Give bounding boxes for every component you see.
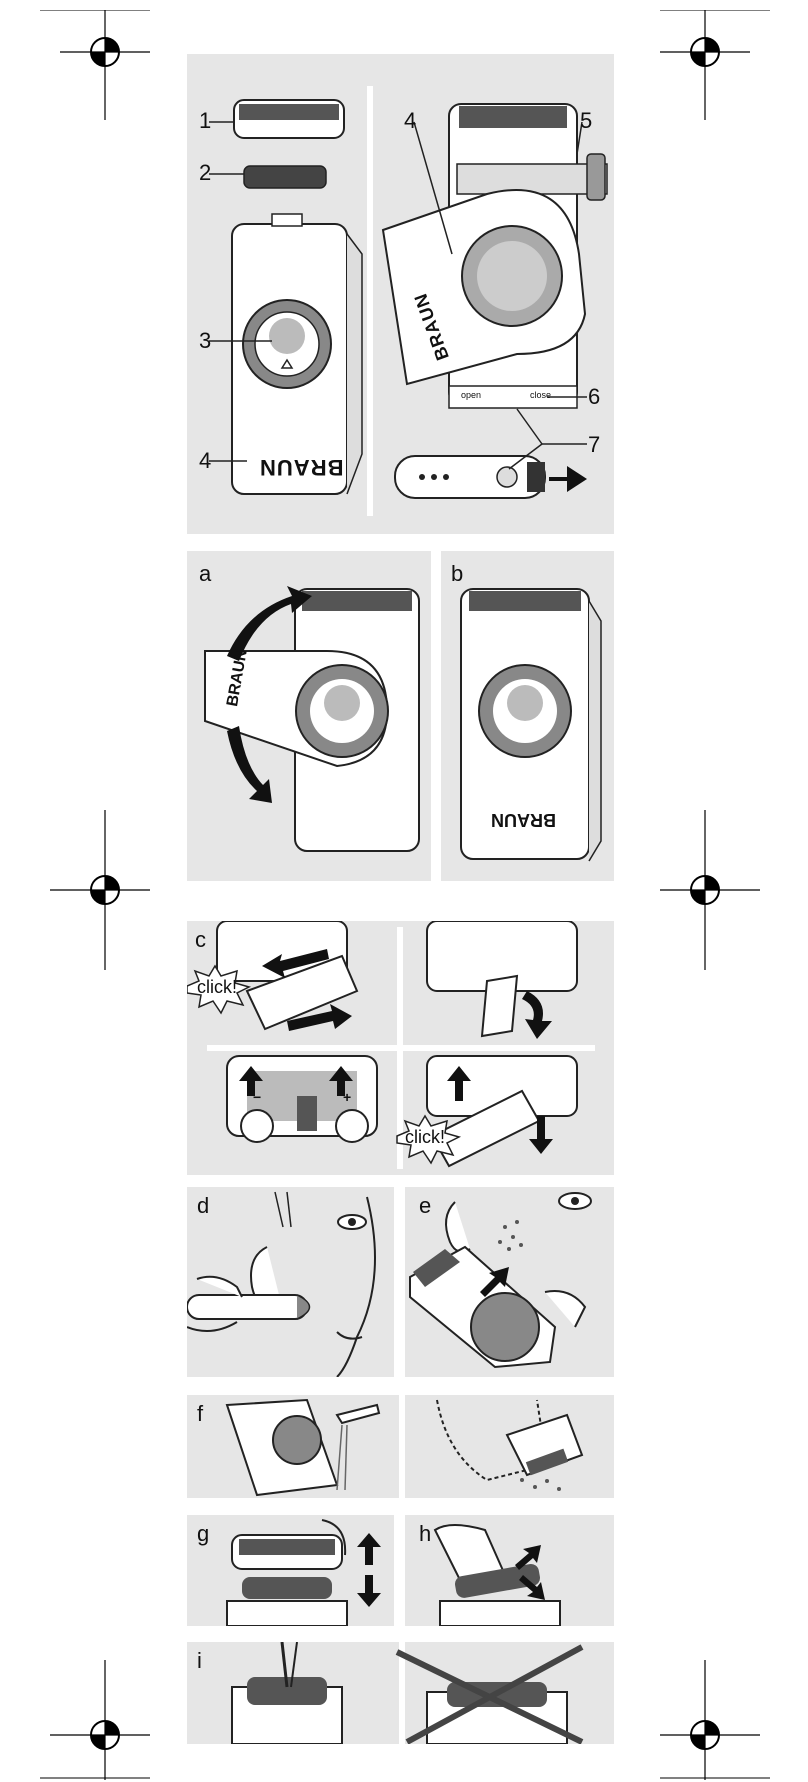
click-text-2: click! [405,1127,445,1147]
step-g-panel: g [187,1515,394,1626]
step-label-d: d [197,1193,210,1218]
step-label-c: c [195,927,206,952]
step-c-panel: c click! click! − + [187,921,614,1175]
arrow-icon [447,1066,471,1101]
arrow-icon [529,1116,553,1154]
arrow-icon [329,1066,353,1096]
arrow-icon [519,1575,545,1600]
switch-close-label: close [530,390,552,400]
arrow-icon [227,726,272,803]
part-label-4-left: 4 [199,448,212,473]
registration-mark-icon [40,1660,150,1780]
part-label-5: 5 [580,108,593,133]
arrow-icon [549,466,587,492]
step-h-panel: h [405,1515,614,1626]
brand-logo-b: BRAUN [491,810,556,830]
registration-mark-icon [50,810,150,970]
step-label-a: a [199,561,212,586]
step-label-g: g [197,1521,210,1546]
step-b-panel: b BRAUN [441,551,614,881]
part-label-6: 6 [588,384,601,409]
arrow-icon [515,1545,541,1570]
overview-illustration [209,99,608,499]
arrow-icon [239,1066,263,1096]
step-e-panel: e [405,1187,614,1377]
arrow-icon [522,991,552,1039]
step-label-e: e [419,1193,432,1218]
step-f-panel: f [187,1395,614,1498]
part-label-1: 1 [199,108,212,133]
switch-open-label: open [461,390,482,400]
step-d-panel: d [187,1187,394,1377]
battery-minus: − [253,1089,262,1105]
arrow-icon [262,949,329,978]
brand-logo: BRAUN [259,455,344,480]
step-label-h: h [419,1521,432,1546]
part-label-2: 2 [199,160,212,185]
part-label-3: 3 [199,328,212,353]
arrow-icon [227,586,312,661]
step-label-f: f [197,1401,204,1426]
registration-mark-icon [660,810,760,970]
click-text-1: click! [197,977,237,997]
battery-plus: + [343,1089,352,1105]
arrow-icon [357,1533,381,1565]
registration-mark-icon [660,10,770,120]
step-i-panel: i [187,1642,614,1744]
step-a-panel: a BRAUN [187,551,431,881]
step-label-b: b [451,561,464,586]
arrow-icon [357,1575,381,1607]
arrow-icon [480,1267,509,1297]
arrow-icon [287,1004,352,1031]
part-label-7: 7 [588,432,601,457]
registration-mark-icon [40,10,150,120]
registration-mark-icon [660,1660,770,1780]
overview-panel: 1 2 3 4 4 5 6 7 open close BRAUN BRAUN [187,54,614,534]
step-label-i: i [197,1648,202,1673]
part-label-4-right: 4 [404,108,417,133]
